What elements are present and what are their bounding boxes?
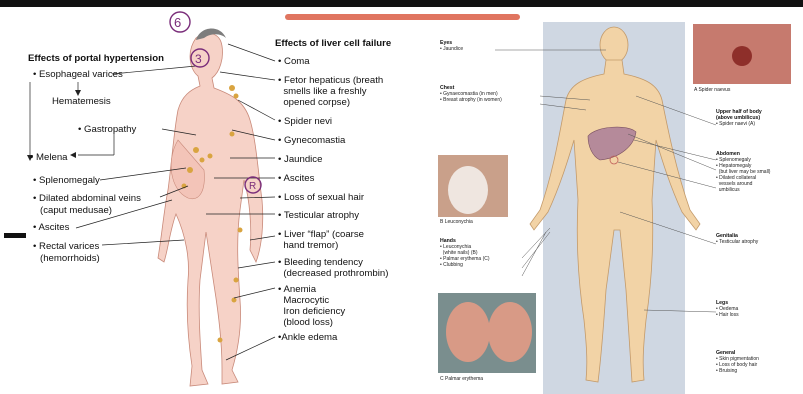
- liver-item-flap: • Liver “flap” (coarse hand tremor): [278, 229, 364, 251]
- liver-item-coma: • Coma: [278, 56, 310, 67]
- liver-item-spider-nevi: • Spider nevi: [278, 116, 332, 127]
- liver-item-ascites: • Ascites: [278, 173, 314, 184]
- arrow-head-melena: [70, 152, 76, 158]
- upper-body-label: Upper half of body (above umbilicus) Spi…: [716, 109, 762, 127]
- portal-item-rectal-varices: Rectal varices: [33, 241, 99, 252]
- liver-item-fetor: • Fetor hepaticus (breath smells like a …: [278, 75, 383, 108]
- portal-item-hemorrhoids: (hemorrhoids): [40, 253, 100, 264]
- portal-item-melena: Melena: [30, 152, 68, 163]
- right-diagram: [400, 0, 803, 394]
- portal-item-splenomegaly: Splenomegaly: [33, 175, 100, 186]
- portal-item-caput-medusae: (caput medusae): [40, 205, 112, 216]
- liver-item-ankle-edema: •Ankle edema: [278, 332, 337, 343]
- spider-naevus-caption: A Spider naevus: [694, 87, 730, 93]
- portal-item-dilated-veins: Dilated abdominal veins: [33, 193, 141, 204]
- liver-failure-title: Effects of liver cell failure: [275, 38, 391, 49]
- liver-item-jaundice: • Jaundice: [278, 154, 322, 165]
- eyes-label: Eyes Jaundice: [440, 40, 463, 52]
- portal-hypertension-title: Effects of portal hypertension: [28, 53, 164, 64]
- liver-item-testicular: • Testicular atrophy: [278, 210, 359, 221]
- male-figure: [158, 33, 263, 386]
- annotation-6: 6: [174, 15, 181, 30]
- abdomen-label: Abdomen Splenomegaly Hepatomegaly (but l…: [716, 151, 770, 193]
- portal-item-hematemesis: Hematemesis: [52, 96, 111, 107]
- portal-item-ascites: Ascites: [33, 222, 69, 233]
- annotation-3: 3: [195, 52, 202, 66]
- portal-item-esophageal: Esophageal varices: [33, 69, 123, 80]
- genitalia-label: Genitalia Testicular atrophy: [716, 233, 758, 245]
- legs-label: Legs Oedema Hair loss: [716, 300, 739, 318]
- liver-item-sexual-hair: • Loss of sexual hair: [278, 192, 364, 203]
- hands-label: Hands Leuconychia (white nails) (B) Palm…: [440, 238, 490, 268]
- chest-label: Chest Gynaecomastia (in men) Breast atro…: [440, 85, 502, 103]
- general-label: General Skin pigmentation Loss of body h…: [716, 350, 759, 374]
- liver-item-anemia: • Anemia Macrocytic Iron deficiency (blo…: [278, 284, 345, 328]
- palmar-erythema-caption: C Palmar erythema: [440, 376, 483, 382]
- leuconychia-caption: B Leuconychia: [440, 219, 473, 225]
- anatomical-figure: [530, 27, 700, 382]
- annotation-r: R: [249, 181, 256, 192]
- portal-item-gastropathy: Gastropathy: [78, 124, 136, 135]
- liver-item-bleeding: • Bleeding tendency (decreased prothromb…: [278, 257, 388, 279]
- liver-item-gynecomastia: • Gynecomastia: [278, 135, 345, 146]
